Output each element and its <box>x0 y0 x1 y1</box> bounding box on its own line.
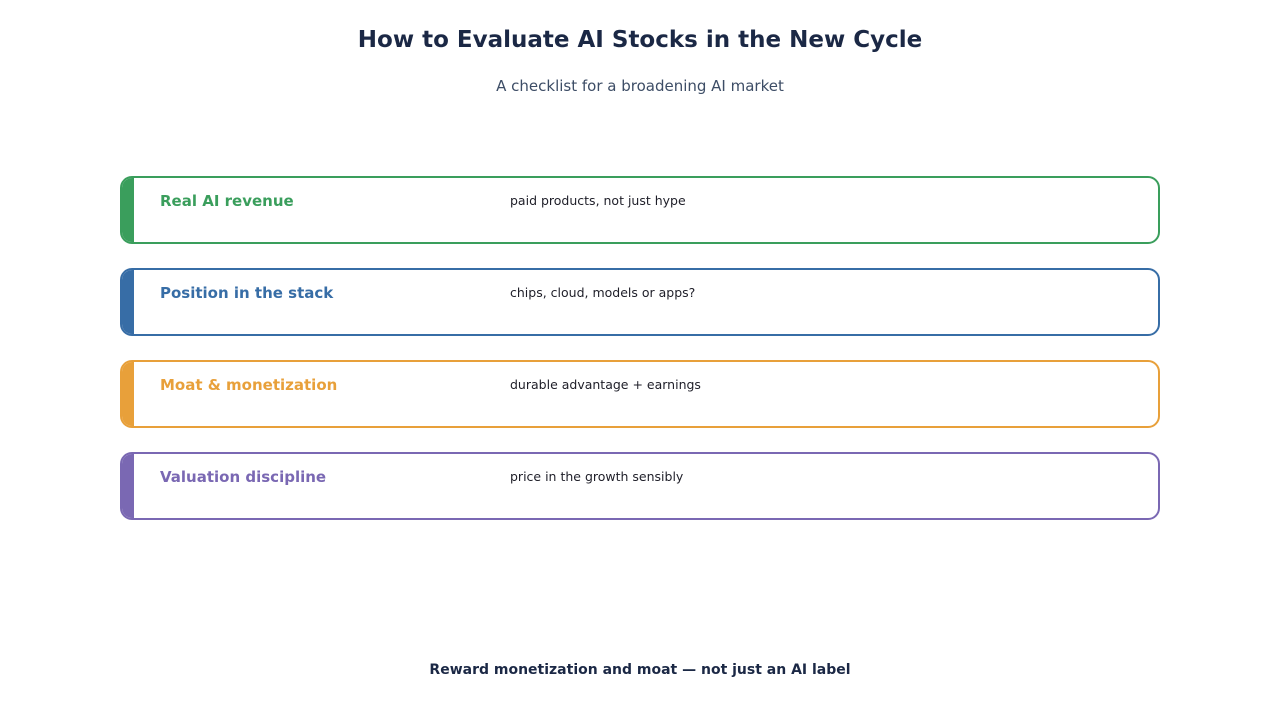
checklist-item-label: Real AI revenue <box>160 192 294 210</box>
page-title: How to Evaluate AI Stocks in the New Cyc… <box>357 27 923 53</box>
accent-bar <box>122 362 134 426</box>
checklist-item-label: Moat & monetization <box>160 376 338 394</box>
checklist-item-moat-monetization: Moat & monetization durable advantage + … <box>120 360 1160 428</box>
page-subtitle: A checklist for a broadening AI market <box>496 77 784 95</box>
accent-bar <box>122 178 134 242</box>
checklist-item-label: Position in the stack <box>160 284 334 302</box>
checklist-item-description: chips, cloud, models or apps? <box>510 285 696 300</box>
checklist-item-valuation-discipline: Valuation discipline price in the growth… <box>120 452 1160 520</box>
checklist-item-real-ai-revenue: Real AI revenue paid products, not just … <box>120 176 1160 244</box>
checklist-item-description: price in the growth sensibly <box>510 469 684 484</box>
checklist-item-description: paid products, not just hype <box>510 193 686 208</box>
footer-takeaway: Reward monetization and moat — not just … <box>429 662 851 678</box>
checklist-item-label: Valuation discipline <box>160 468 327 486</box>
accent-bar <box>122 270 134 334</box>
checklist-item-position-in-stack: Position in the stack chips, cloud, mode… <box>120 268 1160 336</box>
checklist-item-description: durable advantage + earnings <box>510 377 701 392</box>
accent-bar <box>122 454 134 518</box>
